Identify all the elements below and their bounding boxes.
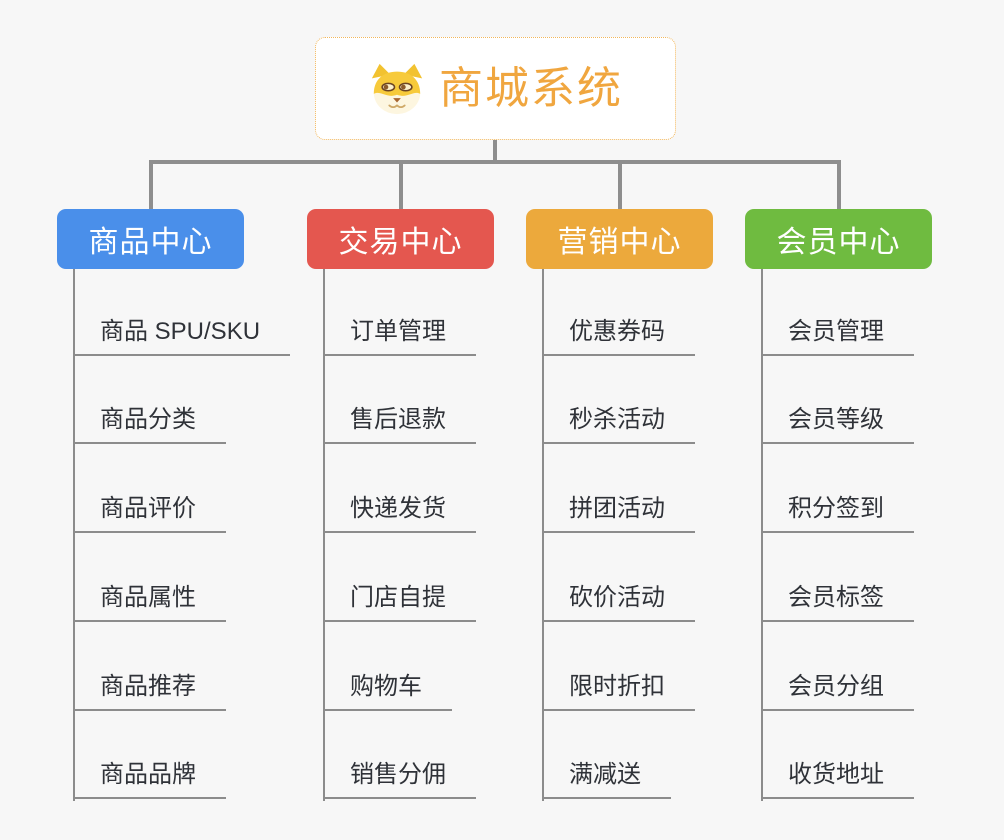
leaf-node[interactable]: 商品 SPU/SKU xyxy=(73,316,291,356)
connector-branch-stub xyxy=(399,160,403,209)
connector-root-stub xyxy=(493,140,497,164)
leaf-node[interactable]: 商品评价 xyxy=(73,493,226,533)
leaf-node[interactable]: 满减送 xyxy=(542,759,671,799)
leaf-node[interactable]: 售后退款 xyxy=(323,404,476,444)
leaf-node[interactable]: 收货地址 xyxy=(761,759,914,799)
connector-branch-stub xyxy=(149,160,153,209)
connector-branch-stub xyxy=(837,160,841,209)
dog-face-icon xyxy=(371,63,423,114)
leaf-node[interactable]: 拼团活动 xyxy=(542,493,695,533)
leaf-node[interactable]: 快递发货 xyxy=(323,493,476,533)
leaf-node[interactable]: 订单管理 xyxy=(323,316,476,356)
leaf-node[interactable]: 会员等级 xyxy=(761,404,914,444)
leaf-node[interactable]: 销售分佣 xyxy=(323,759,476,799)
branch-node-trade-center[interactable]: 交易中心 xyxy=(307,209,494,269)
leaf-node[interactable]: 秒杀活动 xyxy=(542,404,695,444)
leaf-node[interactable]: 门店自提 xyxy=(323,582,476,622)
root-node[interactable]: 商城系统 xyxy=(315,37,676,140)
leaf-node[interactable]: 商品品牌 xyxy=(73,759,226,799)
leaf-node[interactable]: 砍价活动 xyxy=(542,582,695,622)
leaf-node[interactable]: 会员分组 xyxy=(761,671,914,711)
leaf-node[interactable]: 会员管理 xyxy=(761,316,914,356)
branch-node-marketing-center[interactable]: 营销中心 xyxy=(526,209,713,269)
branch-node-product-center[interactable]: 商品中心 xyxy=(57,209,244,269)
connector-horizontal xyxy=(149,160,840,164)
branch-node-member-center[interactable]: 会员中心 xyxy=(745,209,932,269)
leaf-node[interactable]: 优惠券码 xyxy=(542,316,695,356)
leaf-node[interactable]: 会员标签 xyxy=(761,582,914,622)
leaf-node[interactable]: 积分签到 xyxy=(761,493,914,533)
leaf-node[interactable]: 商品分类 xyxy=(73,404,226,444)
leaf-node[interactable]: 购物车 xyxy=(323,671,452,711)
connector-branch-stub xyxy=(618,160,622,209)
root-title: 商城系统 xyxy=(439,63,623,113)
leaf-node[interactable]: 商品属性 xyxy=(73,582,226,622)
leaf-node[interactable]: 限时折扣 xyxy=(542,671,695,711)
leaf-node[interactable]: 商品推荐 xyxy=(73,671,226,711)
